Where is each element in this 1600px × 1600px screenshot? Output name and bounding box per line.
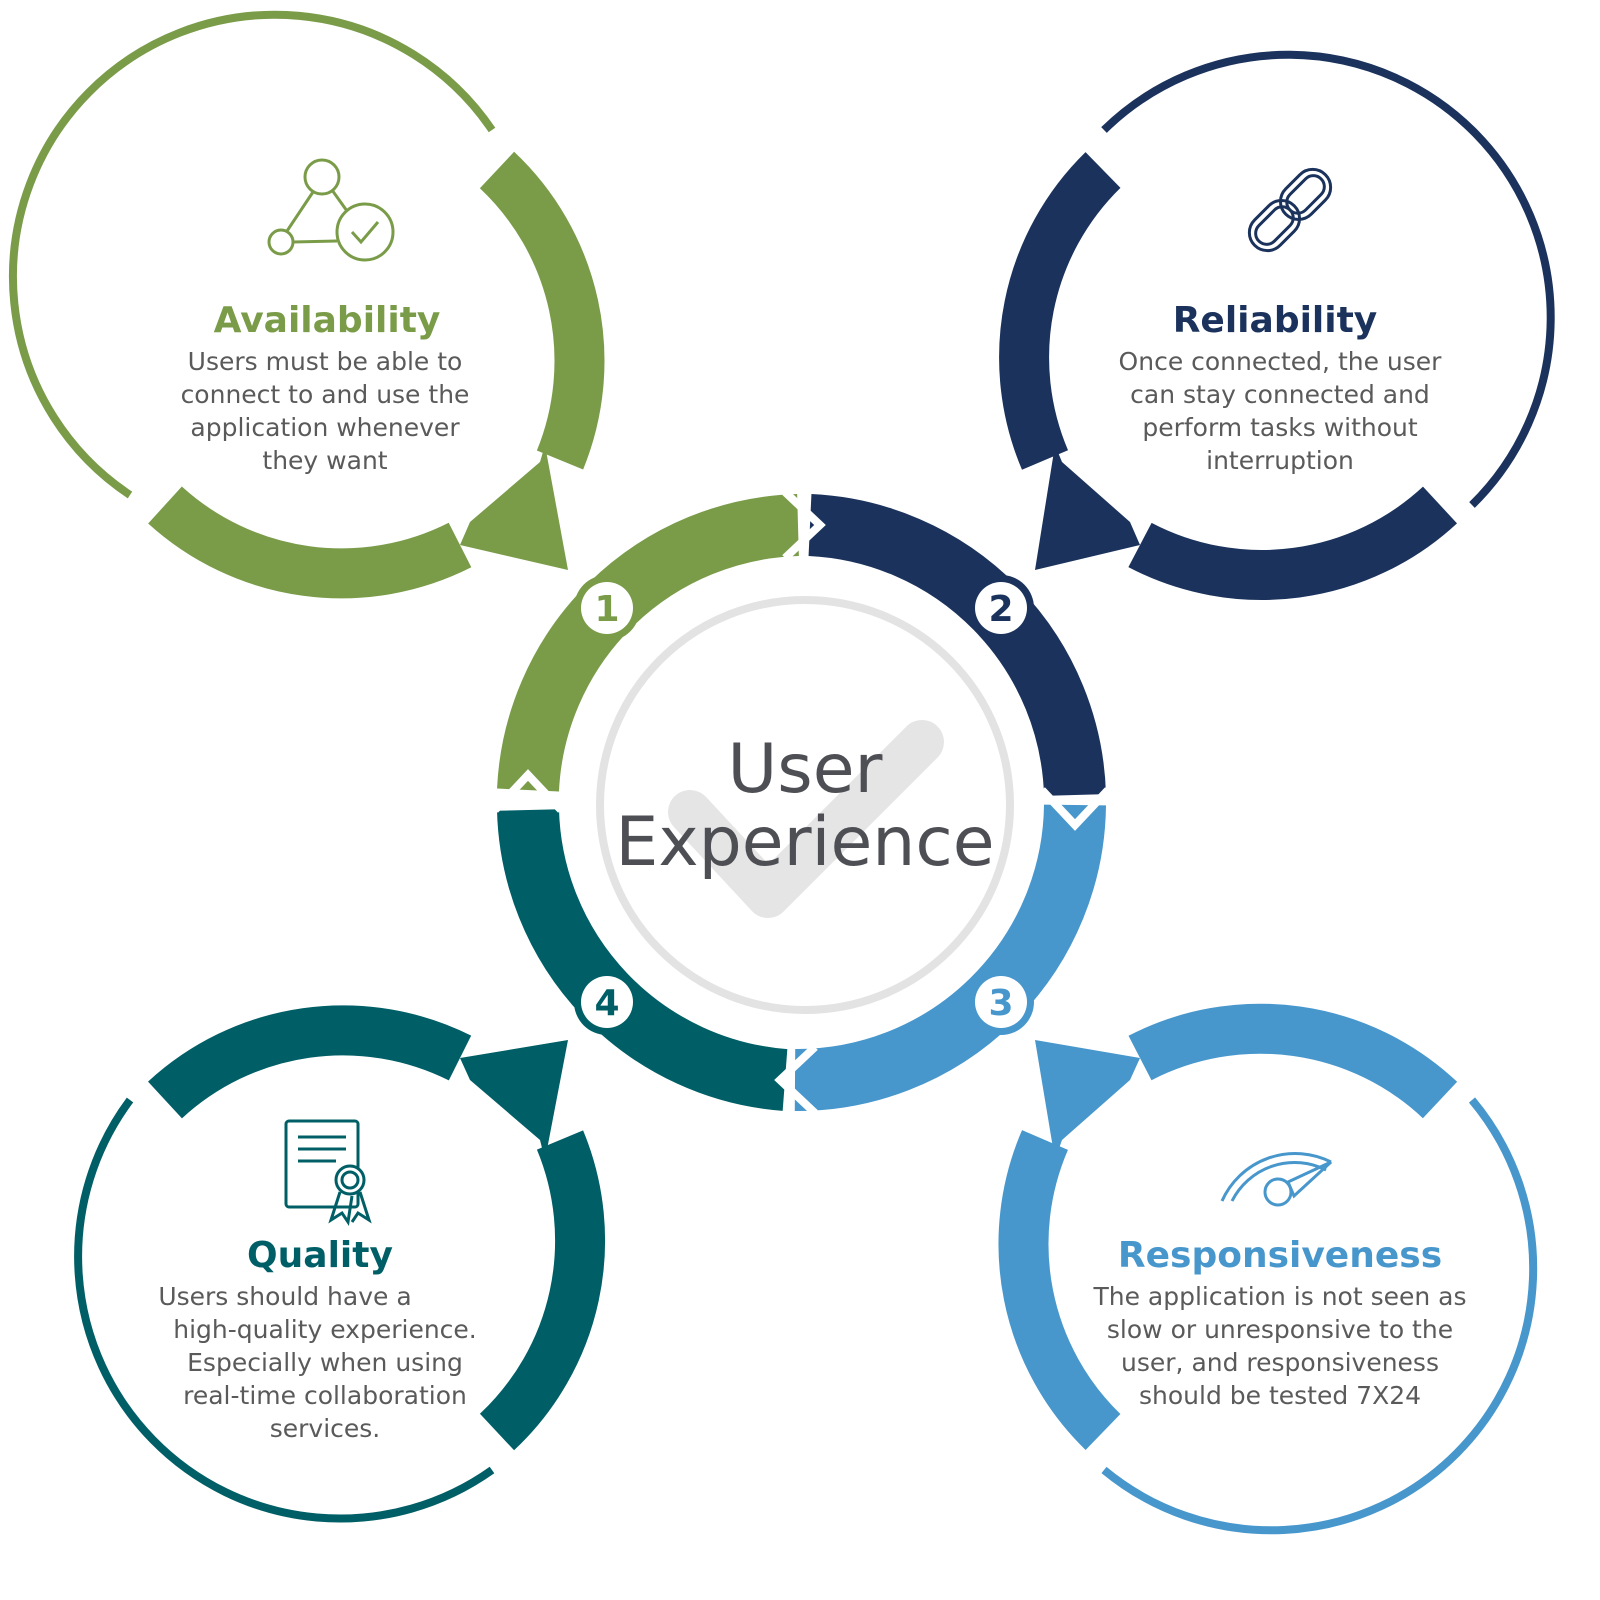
availability-desc-line-2: connect to and use the [181, 380, 470, 409]
availability-ring-thick-bottom [148, 486, 472, 599]
card-availability: Availability Users must be able to conne… [8, 10, 605, 599]
responsiveness-desc-line-3: user, and responsiveness [1121, 1348, 1439, 1377]
badge-3: 3 [968, 969, 1034, 1035]
reliability-pointer [1035, 445, 1140, 570]
center-hub: User Experience [596, 596, 1014, 1014]
reliability-desc-line-4: interruption [1206, 446, 1354, 475]
responsiveness-desc-line-2: slow or unresponsive to the [1107, 1315, 1453, 1344]
availability-title: Availability [214, 300, 441, 341]
availability-desc-line-3: application whenever [190, 413, 460, 442]
responsiveness-title: Responsiveness [1118, 1235, 1442, 1276]
badge-4: 4 [574, 969, 640, 1035]
badge-2-number: 2 [988, 589, 1013, 630]
reliability-desc-line-2: can stay connected and [1130, 380, 1430, 409]
reliability-ring-thin [1101, 50, 1555, 508]
availability-desc-line-1: Users must be able to [188, 347, 463, 376]
certificate-icon [284, 1119, 372, 1227]
quality-pointer [460, 1040, 568, 1160]
network-check-icon [267, 158, 395, 262]
reliability-desc-line-3: perform tasks without [1142, 413, 1418, 442]
quality-title: Quality [247, 1235, 393, 1276]
quality-desc-line-1: Users should have a [158, 1282, 411, 1311]
responsiveness-desc-line-1: The application is not seen as [1092, 1282, 1466, 1311]
quality-ring-thick-right [479, 1130, 606, 1451]
reliability-ring-thick-bottom [1128, 486, 1457, 600]
responsiveness-ring-thick-left [998, 1130, 1121, 1450]
quality-desc-line-4: real-time collaboration [183, 1381, 467, 1410]
badge-4-number: 4 [594, 983, 619, 1024]
badge-3-number: 3 [988, 983, 1013, 1024]
responsiveness-pointer [1035, 1040, 1140, 1160]
checkmark-icon [668, 720, 944, 918]
chain-link-icon [1247, 167, 1333, 253]
quality-ring-thick-top [148, 1005, 472, 1119]
responsiveness-ring-thick-top [1128, 1003, 1458, 1119]
badge-1-number: 1 [594, 589, 619, 630]
center-title-line-1: User [728, 730, 883, 809]
center-ring: 1 2 3 4 [492, 489, 1111, 1116]
availability-ring-thick-top [479, 151, 605, 470]
speedometer-icon [1220, 1152, 1333, 1207]
quality-desc-line-2: high-quality experience. [173, 1315, 477, 1344]
badge-1: 1 [574, 575, 640, 641]
reliability-desc-line-1: Once connected, the user [1119, 347, 1443, 376]
ring-separator-bottom [774, 1044, 818, 1116]
card-quality: Quality Users should have a high-quality… [74, 1005, 606, 1523]
responsiveness-ring-thin [1101, 1097, 1538, 1535]
badge-2: 2 [968, 575, 1034, 641]
quality-desc-line-5: services. [270, 1414, 381, 1443]
quality-desc-line-3: Especially when using [187, 1348, 463, 1377]
ring-separator-top [782, 489, 826, 561]
card-responsiveness: Responsiveness The application is not se… [998, 1003, 1538, 1535]
quality-ring-thin [74, 1097, 495, 1523]
center-inner-circle [596, 596, 1014, 1014]
center-title-line-2: Experience [615, 803, 994, 882]
availability-ring-thin [8, 10, 496, 499]
responsiveness-desc-line-4: should be tested 7X24 [1139, 1381, 1421, 1410]
reliability-ring-thick-left [999, 152, 1121, 470]
availability-desc-line-4: they want [262, 446, 387, 475]
availability-pointer [460, 445, 568, 570]
reliability-title: Reliability [1173, 300, 1378, 341]
card-reliability: Reliability Once connected, the user can… [999, 50, 1555, 600]
ring-separator-right [1039, 787, 1111, 831]
ring-separator-left [492, 769, 564, 813]
